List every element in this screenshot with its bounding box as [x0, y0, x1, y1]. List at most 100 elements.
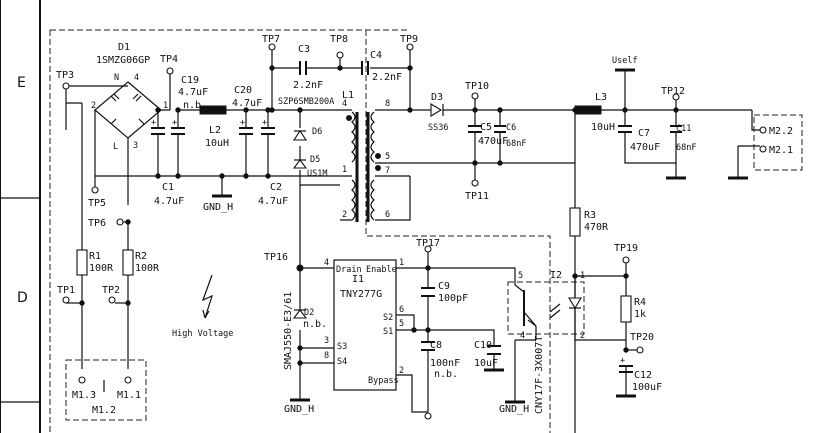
r3-val: 470R [584, 222, 609, 233]
d1-pin-3: 3 [133, 141, 138, 151]
tp10-label: TP10 [465, 81, 489, 92]
i1-pin-1: 1 [399, 258, 404, 268]
c8-val: 100nF [430, 358, 460, 369]
secondary-output: D3 SS36 TP10 TP11 C5 470uF C6 68nF L3 10… [410, 56, 793, 433]
d1-pin-l: L [113, 142, 118, 152]
c19-ref: C19 [181, 75, 199, 86]
tp17-label: TP17 [416, 238, 440, 249]
gnd-controller: GND_H [284, 404, 314, 415]
controller-i1: I1 TNY277G Drain Enable S2 S1 S3 S4 Bypa… [264, 185, 529, 420]
d5-ref: D5 [310, 155, 320, 165]
l1-ref: L1 [342, 90, 354, 101]
frame-row-e: E [17, 75, 26, 91]
c19-val: 4.7uF [178, 87, 208, 98]
high-voltage-label: High Voltage [172, 329, 233, 339]
m1-1-label: M1.1 [117, 390, 141, 401]
wire-bridge [65, 85, 340, 369]
r4-val: 1k [634, 309, 646, 320]
resistors-r1-r2: R1 100R R2 100R [76, 249, 160, 276]
drawing-frame: E D [0, 0, 41, 433]
frame-row-d: D [17, 290, 28, 306]
i1-drain: Drain [336, 265, 362, 275]
c8-note: n.b. [434, 369, 458, 380]
d1-part: 1SMZG06GP [96, 55, 150, 66]
test-points-left: TP3 TP4 TP5 TP6 TP1 TP2 [56, 54, 178, 304]
svg-text:+: + [172, 118, 177, 128]
d6-ref: D6 [312, 127, 322, 137]
i1-ref: I1 [352, 274, 364, 285]
tp20-label: TP20 [630, 332, 654, 343]
high-voltage-warning: High Voltage [172, 274, 233, 339]
d5-part: US1M [307, 169, 327, 179]
d6-part: SZP6SMB200A [278, 97, 334, 107]
l3-ref: L3 [595, 92, 607, 103]
tp1-label: TP1 [57, 285, 75, 296]
tp5-label: TP5 [88, 198, 106, 209]
d2-note: n.b. [303, 319, 327, 330]
optocoupler-box [507, 281, 585, 335]
i2-pin-2: 2 [580, 331, 585, 341]
i2-ref: I2 [550, 270, 562, 281]
optocoupler-i2: I2 CNY17F-3X007T 5 4 1 2 [515, 270, 626, 414]
bridge-rectifier-d1: D1 1SMZG06GP N L 4 2 1 3 [91, 42, 168, 152]
m1-2-label: M1.2 [92, 405, 116, 416]
svg-text:+: + [620, 356, 625, 366]
c7-ref: C7 [638, 128, 650, 139]
tp6-label: TP6 [88, 218, 106, 229]
i2-pin-4: 4 [520, 331, 525, 341]
d1-pin-1: 1 [163, 101, 168, 111]
tp12-label: TP12 [661, 86, 685, 97]
m2-1-label: M2.1 [769, 145, 793, 156]
tp3-label: TP3 [56, 70, 74, 81]
c20-val: 4.7uF [232, 98, 262, 109]
i1-pin-3: 3 [324, 336, 329, 346]
c2-val: 4.7uF [258, 196, 288, 207]
capacitors-input: + C19 4.7uF n.b. + C1 4.7uF L2 10uH + C2… [151, 75, 288, 213]
c7-val: 470uF [630, 142, 660, 153]
c12-val: 100uF [632, 382, 662, 393]
r3-ref: R3 [584, 210, 596, 221]
c19-note: n.b. [183, 100, 207, 111]
c1-val: 4.7uF [154, 196, 184, 207]
i1-part: TNY277G [340, 289, 382, 300]
i1-enable: Enable [366, 265, 397, 275]
l3-val: 10uH [591, 122, 615, 133]
c4-ref: C4 [370, 50, 382, 61]
d2-ref: D2 [304, 308, 314, 318]
c6-val: 68nF [506, 139, 526, 149]
d3-part: SS36 [428, 123, 448, 133]
c10-val: 10uF [474, 358, 498, 369]
r1-val: 100R [89, 263, 114, 274]
l1-pin-4: 4 [342, 99, 347, 109]
connector-m1-box [65, 359, 147, 421]
tp16-label: TP16 [264, 252, 288, 263]
c8-ref: C8 [430, 340, 442, 351]
tp2-label: TP2 [102, 285, 120, 296]
c11-ref: C11 [676, 124, 691, 134]
r4-ref: R4 [634, 297, 646, 308]
i1-s3: S3 [337, 342, 347, 352]
svg-text:+: + [151, 118, 156, 128]
l1-pin-8: 8 [385, 99, 390, 109]
transformer-l1: L1 4 8 1 5 7 2 6 [340, 90, 411, 222]
d1-pin-4: 4 [134, 73, 139, 83]
c2-ref: C2 [270, 182, 282, 193]
tp19-label: TP19 [614, 243, 638, 254]
i1-s4: S4 [337, 357, 347, 367]
i1-bypass: Bypass [368, 376, 399, 386]
d2-part: SMAJ550-E3/61 [283, 292, 294, 370]
svg-text:+: + [262, 118, 267, 128]
c1-ref: C1 [162, 182, 174, 193]
d1-pin-2: 2 [91, 101, 96, 111]
d3-ref: D3 [431, 92, 443, 103]
l2-ref: L2 [209, 125, 221, 136]
svg-text:+: + [240, 118, 245, 128]
junction-dots [79, 65, 679, 366]
i1-s2: S2 [383, 313, 393, 323]
i2-part: CNY17F-3X007T [534, 336, 545, 414]
l1-pin-1: 1 [342, 165, 347, 175]
c11-val: 68nF [676, 143, 696, 153]
i1-pin-8: 8 [324, 351, 329, 361]
c10-ref: C10 [474, 340, 492, 351]
l1-pin-5: 5 [385, 152, 390, 162]
